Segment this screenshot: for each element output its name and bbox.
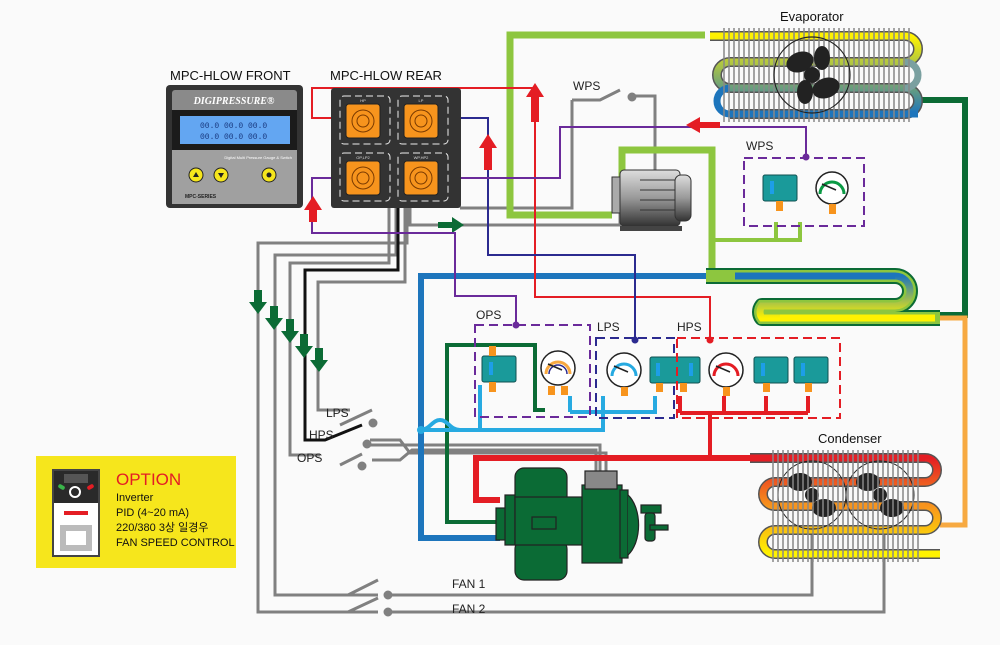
ops-switch-label: OPS — [297, 451, 322, 465]
lps-switch-label: LPS — [326, 406, 349, 420]
port-lp: LP — [397, 95, 449, 145]
svg-text:HP: HP — [360, 98, 366, 103]
ops-group-label: OPS — [476, 308, 501, 322]
lps-group — [595, 337, 701, 419]
water-line — [506, 31, 705, 219]
wps-group — [743, 157, 865, 227]
hps-group-label: HPS — [677, 320, 702, 334]
lcd-row1: 00.0 00.0 00.0 — [200, 122, 267, 131]
option-line: 220/380 3상 일경우 — [116, 522, 209, 534]
evaporator-label: Evaporator — [780, 9, 844, 24]
discharge-line — [473, 455, 770, 503]
option-box: OPTION Inverter PID (4~20 mA) 220/380 3상… — [36, 456, 236, 568]
lp-signal-line — [459, 117, 636, 340]
hps-switch-label: HPS — [309, 428, 334, 442]
heat-exchanger — [706, 268, 940, 326]
op-signal-line — [311, 177, 517, 325]
enter-button[interactable] — [261, 167, 277, 183]
caption-label: Digital Multi Pressure Gauge & Switch — [224, 155, 292, 160]
hps-feed — [678, 396, 810, 458]
oil-return-line — [445, 343, 545, 524]
option-line: Inverter — [116, 492, 154, 504]
condenser — [750, 450, 942, 562]
port-oplp2: OP,LP2 — [339, 152, 391, 202]
red-arrows — [304, 83, 720, 222]
front-title: MPC-HLOW FRONT — [170, 68, 291, 83]
hps-group — [676, 337, 841, 419]
wps-group-label: WPS — [746, 139, 773, 153]
svg-text:LP: LP — [419, 98, 424, 103]
wps-water-feed — [712, 222, 802, 242]
down-button[interactable] — [213, 167, 229, 183]
option-line: FAN SPEED CONTROL — [116, 537, 235, 549]
rear-title: MPC-HLOW REAR — [330, 68, 442, 83]
lcd-row2: 00.0 00.0 00.0 — [200, 133, 267, 142]
port-wphp2: WP,HP2 — [397, 152, 449, 202]
wps-switch-label: WPS — [573, 79, 600, 93]
port-hp: HP — [339, 95, 391, 145]
up-button[interactable] — [188, 167, 204, 183]
switch-contacts — [339, 92, 637, 617]
ops-group — [474, 324, 591, 418]
lps-group-label: LPS — [597, 320, 620, 334]
svg-text:OP,LP2: OP,LP2 — [356, 155, 370, 160]
series-label: MPC-SERIES — [185, 194, 217, 200]
condenser-outlet — [935, 315, 968, 528]
front-panel — [166, 85, 303, 208]
fan1-label: FAN 1 — [452, 577, 486, 591]
svg-text:WP,HP2: WP,HP2 — [414, 155, 430, 160]
lps-feed — [419, 385, 657, 432]
water-line-pump — [618, 146, 716, 272]
rear-panel: HP LP OP,LP2 WP,HP2 — [331, 88, 461, 208]
option-line: PID (4~20 mA) — [116, 507, 190, 519]
signal-arrows — [249, 217, 464, 372]
option-title: OPTION — [116, 470, 182, 489]
fan2-label: FAN 2 — [452, 602, 486, 616]
signal-wires — [256, 88, 886, 614]
brand-label: DIGIPRESSURE® — [193, 96, 275, 107]
condenser-label: Condenser — [818, 431, 882, 446]
suction-line — [418, 273, 706, 541]
evaporator — [710, 28, 923, 122]
wp-signal-line — [459, 126, 807, 179]
compressor — [495, 467, 669, 581]
water-pump — [611, 169, 692, 231]
inverter-icon — [52, 469, 100, 557]
